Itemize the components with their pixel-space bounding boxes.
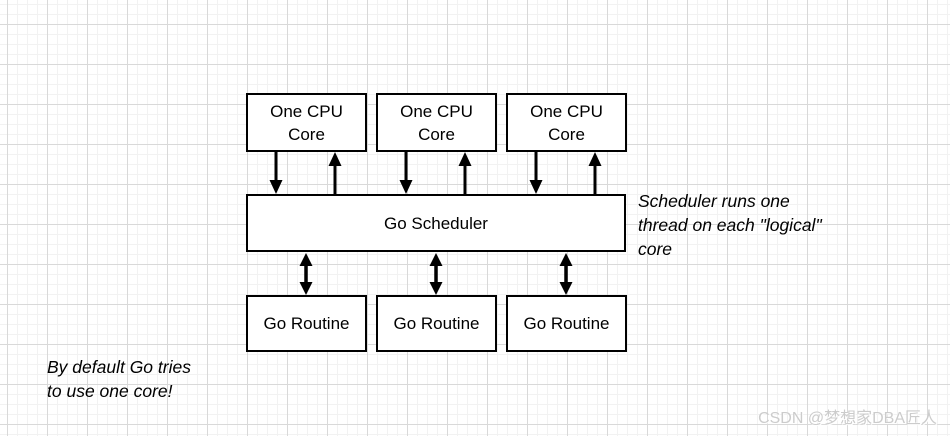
cpu-core-box-2: One CPU Core: [376, 93, 497, 152]
default-core-annotation: By default Go tries to use one core!: [47, 355, 191, 403]
cpu-core-box-3: One CPU Core: [506, 93, 627, 152]
arrow-up-down-icon: [559, 253, 573, 295]
arrow-down-icon: [529, 152, 543, 194]
cpu-core-label: One CPU Core: [400, 101, 473, 144]
go-scheduler-label: Go Scheduler: [384, 213, 488, 233]
default-core-annotation-line-1: By default Go tries: [47, 357, 191, 377]
default-core-annotation-line-2: to use one core!: [47, 381, 173, 401]
arrow-up-icon: [328, 152, 342, 194]
arrow-up-icon: [588, 152, 602, 194]
scheduler-annotation-line-3: core: [638, 239, 673, 259]
go-routine-box-3: Go Routine: [506, 295, 627, 352]
scheduler-annotation-line-2: thread on each "logical": [638, 215, 822, 235]
arrow-up-down-icon: [299, 253, 313, 295]
go-routine-box-2: Go Routine: [376, 295, 497, 352]
arrow-up-down-icon: [429, 253, 443, 295]
cpu-core-box-1: One CPU Core: [246, 93, 367, 152]
csdn-watermark: CSDN @梦想家DBA匠人: [758, 410, 937, 427]
arrow-down-icon: [269, 152, 283, 194]
scheduler-annotation-line-1: Scheduler runs one: [638, 191, 790, 211]
arrow-down-icon: [399, 152, 413, 194]
go-routine-label: Go Routine: [523, 314, 610, 333]
cpu-core-label: One CPU Core: [270, 101, 343, 144]
arrow-up-icon: [458, 152, 472, 194]
cpu-core-label: One CPU Core: [530, 101, 603, 144]
go-routine-label: Go Routine: [263, 314, 350, 333]
go-routine-label: Go Routine: [393, 314, 480, 333]
go-routine-box-1: Go Routine: [246, 295, 367, 352]
scheduler-annotation: Scheduler runs one thread on each "logic…: [638, 189, 822, 261]
go-scheduler-box: Go Scheduler: [246, 194, 626, 252]
